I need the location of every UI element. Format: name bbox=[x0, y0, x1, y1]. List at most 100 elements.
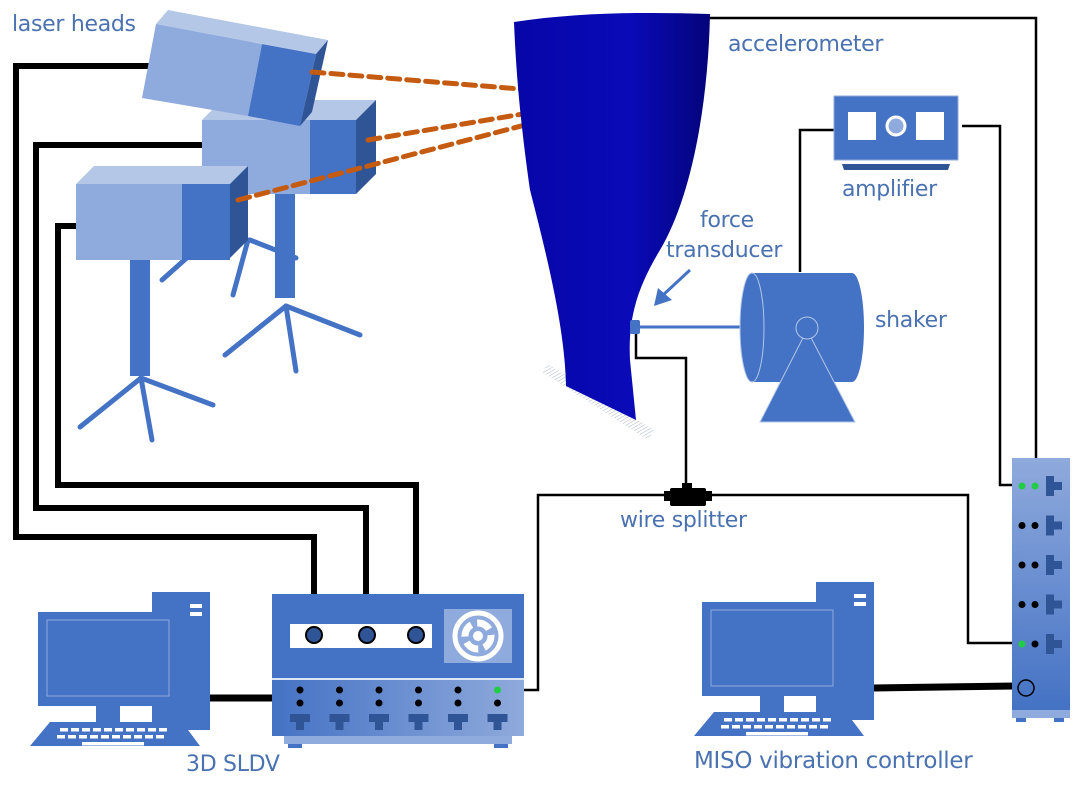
sldv-channel-4[interactable] bbox=[408, 686, 429, 731]
channel-led bbox=[296, 686, 304, 694]
bnc-connector-icon bbox=[408, 714, 429, 730]
miso-usb-port[interactable] bbox=[1017, 679, 1035, 697]
miso-channel-5[interactable] bbox=[1018, 634, 1063, 654]
key bbox=[724, 718, 732, 722]
key bbox=[743, 725, 751, 729]
wire-splitter-label: wire splitter bbox=[620, 508, 747, 533]
key bbox=[104, 728, 112, 732]
key bbox=[812, 718, 820, 722]
channel-led bbox=[1018, 601, 1026, 608]
sldv-unit-icon bbox=[272, 594, 524, 748]
bnc-connector-icon bbox=[1046, 515, 1062, 536]
key bbox=[732, 725, 740, 729]
cable-amplifier-to-miso bbox=[962, 124, 1022, 487]
cable-laser-head-3 bbox=[55, 223, 419, 635]
channel-led bbox=[415, 686, 422, 694]
bnc-connector-icon bbox=[1046, 476, 1062, 496]
tripod-3-post bbox=[130, 258, 150, 376]
shaker-icon bbox=[739, 272, 864, 423]
spacebar bbox=[746, 732, 808, 736]
key bbox=[71, 728, 79, 732]
channel-led bbox=[1018, 522, 1026, 529]
force-transducer-arrow-icon bbox=[654, 268, 692, 306]
bnc-connector-icon bbox=[329, 714, 350, 730]
key bbox=[156, 735, 164, 739]
key bbox=[123, 735, 131, 739]
tripod-2-post bbox=[275, 190, 295, 298]
key bbox=[112, 735, 120, 739]
sldv-channel-5[interactable] bbox=[448, 686, 468, 731]
channel-led bbox=[375, 686, 383, 694]
cable-laser-head-1 bbox=[13, 63, 317, 635]
key bbox=[148, 728, 156, 732]
sldv-input-port-3[interactable] bbox=[407, 626, 425, 644]
amplifier-knob[interactable] bbox=[885, 115, 907, 137]
key bbox=[60, 728, 68, 732]
key bbox=[765, 725, 773, 729]
laser-heads-label: laser heads bbox=[12, 12, 136, 37]
key bbox=[735, 718, 743, 722]
key bbox=[721, 725, 729, 729]
amplifier-icon bbox=[833, 95, 959, 170]
sldv-input-port-2[interactable] bbox=[358, 626, 376, 644]
key bbox=[159, 728, 167, 732]
laser-head-3 bbox=[76, 166, 248, 260]
channel-led bbox=[1018, 482, 1026, 490]
key bbox=[820, 725, 828, 729]
channel-led bbox=[454, 699, 462, 707]
channel-led bbox=[375, 699, 383, 707]
sldv-channels bbox=[290, 686, 508, 731]
key bbox=[768, 718, 776, 722]
key bbox=[776, 725, 784, 729]
key bbox=[746, 718, 754, 722]
channel-led bbox=[296, 699, 304, 707]
key bbox=[93, 728, 101, 732]
bnc-connector-icon bbox=[448, 714, 468, 730]
cable-laser-head-2 bbox=[33, 142, 369, 635]
sldv-channel-1[interactable] bbox=[290, 686, 310, 731]
miso-channel-3[interactable] bbox=[1018, 555, 1063, 575]
force-transducer-label-line1: force bbox=[700, 208, 754, 233]
signal-cables bbox=[498, 16, 1038, 692]
channel-led bbox=[336, 699, 343, 707]
key bbox=[145, 735, 153, 739]
miso-channel-4[interactable] bbox=[1018, 594, 1063, 615]
turbine-blade-icon bbox=[514, 12, 710, 440]
splitter-icon bbox=[664, 483, 712, 506]
bnc-connector-icon bbox=[487, 714, 508, 730]
channel-led bbox=[1031, 482, 1039, 490]
miso-channels bbox=[1018, 476, 1063, 654]
sldv-channel-2[interactable] bbox=[329, 686, 350, 731]
blade-body bbox=[514, 12, 710, 420]
computer-cables bbox=[208, 682, 1015, 702]
channel-led bbox=[415, 699, 422, 707]
bnc-connector-icon bbox=[369, 714, 389, 730]
channel-led bbox=[336, 686, 343, 694]
miso-computer-icon bbox=[694, 582, 874, 736]
channel-led bbox=[1031, 522, 1039, 529]
miso-channel-2[interactable] bbox=[1018, 515, 1063, 536]
bnc-connector-icon bbox=[1046, 594, 1062, 615]
key bbox=[809, 725, 817, 729]
cable-transducer-to-splitter bbox=[634, 333, 688, 488]
channel-led bbox=[454, 686, 462, 694]
controller-rack-icon bbox=[1012, 458, 1070, 722]
key bbox=[754, 725, 762, 729]
sldv-input-port-1[interactable] bbox=[305, 626, 323, 644]
sldv-channel-3[interactable] bbox=[369, 686, 389, 731]
laser-head-1 bbox=[142, 10, 328, 126]
channel-led bbox=[1031, 601, 1039, 608]
key bbox=[798, 725, 806, 729]
shaker-label: shaker bbox=[875, 308, 947, 333]
key bbox=[90, 735, 98, 739]
key bbox=[787, 725, 795, 729]
force-transducer-icon bbox=[630, 320, 740, 334]
key bbox=[134, 735, 142, 739]
sldv-channel-6[interactable] bbox=[487, 686, 508, 731]
channel-led bbox=[1018, 640, 1026, 648]
miso-channel-1[interactable] bbox=[1018, 476, 1063, 496]
key bbox=[779, 718, 787, 722]
key bbox=[823, 718, 831, 722]
cable-amplifier-to-shaker bbox=[798, 128, 836, 272]
